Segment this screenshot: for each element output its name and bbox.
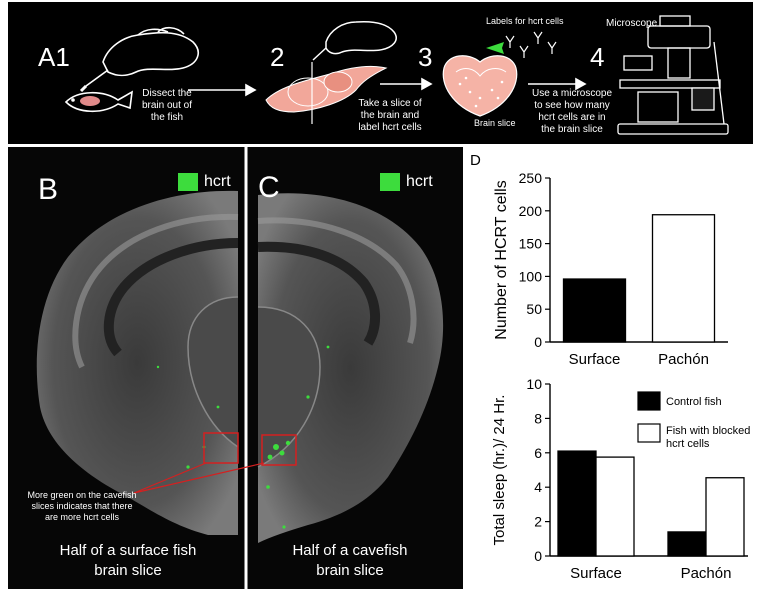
- annotation-pointers: [133, 462, 265, 494]
- bar-0: [562, 278, 627, 343]
- y-tick-label: 150: [519, 236, 543, 252]
- panel-d-label: D: [470, 152, 481, 169]
- annotation-more-green: More green on the cavefish slices indica…: [27, 490, 137, 522]
- arrow-2: [380, 77, 433, 91]
- hcrt-label-icons: [505, 31, 557, 58]
- legend-swatch-0: [637, 391, 661, 411]
- step-4-number: 4: [590, 42, 605, 72]
- y-axis-label: Number of HCRT cells: [493, 180, 510, 339]
- bar-1-1: [705, 477, 745, 557]
- y-tick-label: 4: [534, 479, 542, 495]
- step-a1-label: A1: [38, 42, 70, 72]
- brain-slice-icon: [442, 55, 518, 117]
- step-2-number: 2: [270, 42, 285, 72]
- panel-b-label: B: [38, 173, 59, 206]
- caption-dissect: Dissect the brain out of the fish: [141, 88, 193, 123]
- step-3-number: 3: [418, 42, 433, 72]
- y-tick-label: 200: [519, 203, 543, 219]
- brain-slice-images: [36, 147, 444, 589]
- bar-1-0: [667, 531, 707, 557]
- panel-c-label: C: [258, 171, 280, 204]
- y-tick-label: 6: [534, 445, 542, 461]
- legend-c-hcrt: hcrt: [406, 173, 433, 190]
- x-tick-label: Pachón: [681, 565, 732, 582]
- caption-microscope: Microscope: [606, 18, 658, 29]
- cavefish-slice-image: [257, 193, 444, 543]
- caption-slice: Take a slice of the brain and label hcrt…: [358, 98, 422, 133]
- bar-0-0: [557, 450, 597, 557]
- caption-surface-fish: Half of a surface fish brain slice: [59, 542, 197, 579]
- y-tick-label: 0: [534, 548, 542, 564]
- bar-0-1: [595, 456, 635, 557]
- caption-brain-slice: Brain slice: [474, 118, 516, 128]
- hand-scalpel-icon: [79, 26, 199, 93]
- y-axis-label: Total sleep (hr.)/ 24 Hr.: [491, 395, 508, 546]
- y-tick-label: 250: [519, 170, 543, 186]
- whole-brain-icon: [265, 62, 388, 124]
- panel-bc-brain-slices: B C hcrt hcrt More green on the cavefish…: [8, 147, 463, 589]
- arrow-3: [528, 77, 587, 91]
- y-tick-label: 10: [526, 376, 542, 392]
- surface-fish-slice-image: [36, 190, 239, 535]
- legend-swatch-1: [637, 423, 661, 443]
- microscope-icon: [617, 15, 729, 135]
- x-tick-label: Surface: [570, 565, 622, 582]
- arrow-1: [188, 83, 257, 97]
- procedure-illustration: [64, 15, 729, 135]
- legend-b-hcrt: hcrt: [204, 173, 231, 190]
- legend-label: Control fish: [666, 396, 722, 408]
- caption-labels-hcrt: Labels for hcrt cells: [486, 16, 564, 26]
- y-tick-label: 2: [534, 514, 542, 530]
- legend-swatch-c: [380, 173, 400, 191]
- legend-swatch-b: [178, 173, 198, 191]
- fish-icon: [64, 90, 133, 113]
- y-tick-label: 50: [526, 301, 542, 317]
- bar-1: [651, 214, 716, 343]
- y-tick-label: 100: [519, 268, 543, 284]
- x-tick-label: Surface: [569, 351, 621, 368]
- hand-scalpel-icon-2: [312, 20, 397, 61]
- x-tick-label: Pachón: [658, 351, 709, 368]
- caption-cavefish: Half of a cavefish brain slice: [292, 542, 408, 579]
- panel-a-procedure: A1 2 3 4 Dissect the brain out of the fi…: [8, 2, 753, 144]
- caption-use-microscope: Use a microscope to see how many hcrt ce…: [531, 88, 613, 135]
- y-tick-label: 8: [534, 410, 542, 426]
- green-arrow: [486, 42, 504, 54]
- y-tick-label: 0: [534, 334, 542, 350]
